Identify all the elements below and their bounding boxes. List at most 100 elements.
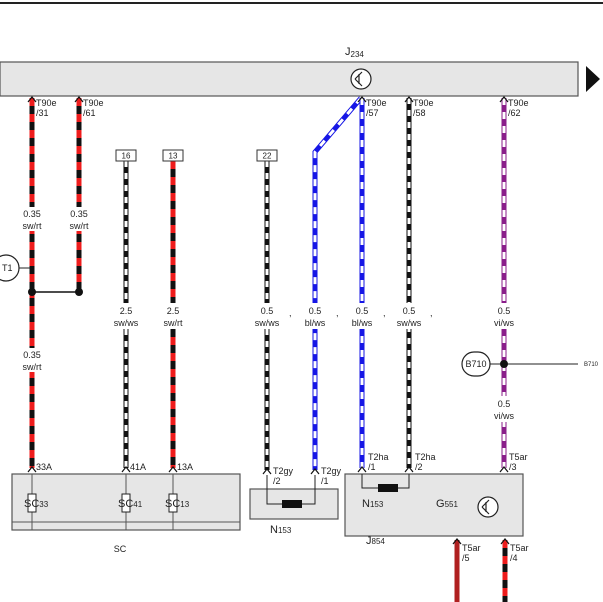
label-bg bbox=[63, 207, 95, 231]
ref-box-label: 13 bbox=[169, 152, 178, 161]
pin-arrow-icon bbox=[74, 96, 84, 103]
pin-arrow-icon bbox=[500, 538, 510, 545]
pin-label-pin: /2 bbox=[273, 476, 281, 486]
pin-label-pin: /61 bbox=[83, 108, 96, 118]
pin-arrow-icon bbox=[310, 468, 320, 475]
wire-color: bl/ws bbox=[352, 318, 373, 328]
label-bg bbox=[16, 207, 48, 231]
wire-size: 0.35 bbox=[23, 209, 41, 219]
label-bg bbox=[488, 396, 520, 422]
b710-right-text: B710 bbox=[584, 362, 599, 368]
wires-group bbox=[28, 96, 508, 602]
solenoid-icon bbox=[378, 484, 398, 492]
t1-badge: T1 bbox=[0, 254, 30, 282]
reference-boxes: 16 13 22 bbox=[115, 149, 278, 162]
pin-arrow-icon bbox=[27, 466, 37, 473]
sc-pin-label: 13A bbox=[177, 462, 193, 472]
pin-label-pin: /31 bbox=[36, 108, 49, 118]
j234-module-bar bbox=[0, 61, 579, 97]
b710-label: B710 bbox=[465, 359, 486, 369]
sc-label: SC bbox=[114, 544, 127, 554]
pin-label-pin: /1 bbox=[368, 462, 376, 472]
fuse-label: SC13 bbox=[165, 498, 190, 510]
pin-label-conn: T90e bbox=[366, 98, 387, 108]
wire-labels: 0.35 sw/rt 0.35 sw/rt 0.35 sw/rt 2.5 sw/… bbox=[16, 207, 520, 422]
solenoid-icon bbox=[282, 500, 302, 508]
pin-label-conn: T90e bbox=[83, 98, 104, 108]
sc-pin-label: 41A bbox=[130, 462, 146, 472]
pin-label-pin: /58 bbox=[413, 108, 426, 118]
pin-arrow-icon bbox=[404, 96, 414, 103]
pin-label-pin: /57 bbox=[366, 108, 379, 118]
j854-module: T2ha /1 T2ha /2 T5ar /3 N153 G551 J854 T… bbox=[344, 452, 529, 563]
pin-arrow-icon bbox=[499, 96, 509, 103]
pin-label-pin: /62 bbox=[508, 108, 521, 118]
pin-label-conn: T2ha bbox=[415, 452, 436, 462]
pin-label-conn: T2gy bbox=[273, 466, 294, 476]
pin-label-conn: T90e bbox=[413, 98, 434, 108]
pin-label-conn: T2gy bbox=[321, 466, 342, 476]
wire-6-stripe bbox=[313, 97, 363, 470]
wire-color: sw/ws bbox=[255, 318, 280, 328]
wire-size: 0.5 bbox=[309, 306, 322, 316]
pin-label-pin: /3 bbox=[509, 462, 517, 472]
top-pin-labels: T90e /31 T90e /61 T90e /57 T90e /58 T90e… bbox=[27, 96, 529, 118]
continuation-arrow-icon bbox=[586, 66, 600, 92]
pin-label-conn: T5ar bbox=[462, 543, 481, 553]
wire-color: bl/ws bbox=[305, 318, 326, 328]
pin-arrow-icon bbox=[262, 468, 272, 475]
pin-label-pin: /1 bbox=[321, 476, 329, 486]
pin-label-pin: /2 bbox=[415, 462, 423, 472]
wire-size: 0.5 bbox=[498, 399, 511, 409]
t1-badge-label: T1 bbox=[2, 263, 13, 273]
sc-pin-label: 33A bbox=[36, 462, 52, 472]
junction-dot bbox=[75, 288, 83, 296]
wire-size: 0.5 bbox=[261, 306, 274, 316]
pin-arrow-icon bbox=[27, 96, 37, 103]
wire-size: 0.35 bbox=[23, 350, 41, 360]
sc-module: 33A 41A 13A SC33 SC41 SC13 SC bbox=[11, 462, 241, 554]
transistor-icon bbox=[477, 496, 499, 518]
j854-n153-label: N153 bbox=[362, 498, 384, 510]
label-bg bbox=[488, 303, 520, 329]
separator-dot: , bbox=[383, 308, 386, 318]
wire-size: 0.5 bbox=[498, 306, 511, 316]
separator-dot: , bbox=[430, 308, 433, 318]
wire-size: 0.35 bbox=[70, 209, 88, 219]
j234-label: J234 bbox=[345, 46, 364, 59]
pin-arrow-icon bbox=[499, 466, 509, 473]
pin-arrow-icon bbox=[452, 538, 462, 545]
b710-connector: B710 B710 bbox=[461, 351, 599, 377]
separator-dot: , bbox=[289, 308, 292, 318]
wire-color: sw/ws bbox=[114, 318, 139, 328]
ref-box bbox=[162, 149, 184, 162]
wire-color: sw/rt bbox=[164, 318, 183, 328]
transistor-icon bbox=[350, 68, 372, 90]
wire-size: 0.5 bbox=[403, 306, 416, 316]
ref-box-label: 16 bbox=[122, 152, 131, 161]
label-bg bbox=[16, 348, 48, 372]
label-bg bbox=[157, 303, 189, 329]
wire-color: sw/rt bbox=[23, 362, 42, 372]
pin-label-conn: T2ha bbox=[368, 452, 389, 462]
junction-dot bbox=[28, 288, 36, 296]
wire-color: vi/ws bbox=[494, 318, 514, 328]
g551-label: G551 bbox=[436, 498, 458, 510]
fuse-label: SC33 bbox=[24, 498, 49, 510]
label-bg bbox=[110, 303, 142, 329]
fuse-icon bbox=[27, 493, 37, 513]
label-bg bbox=[299, 303, 331, 329]
label-bg bbox=[346, 303, 378, 329]
ref-box bbox=[256, 149, 278, 162]
pin-arrow-icon bbox=[121, 466, 131, 473]
pin-arrow-icon bbox=[404, 466, 414, 473]
wire-size: 0.5 bbox=[356, 306, 369, 316]
n153-left-label: N153 bbox=[270, 524, 292, 536]
pin-label-conn: T90e bbox=[36, 98, 57, 108]
j854-label: J854 bbox=[366, 535, 385, 547]
fuse-label: SC41 bbox=[118, 498, 143, 510]
pin-label-pin: /5 bbox=[462, 553, 470, 563]
label-bg bbox=[251, 303, 283, 329]
pin-label-conn: T5ar bbox=[509, 452, 528, 462]
